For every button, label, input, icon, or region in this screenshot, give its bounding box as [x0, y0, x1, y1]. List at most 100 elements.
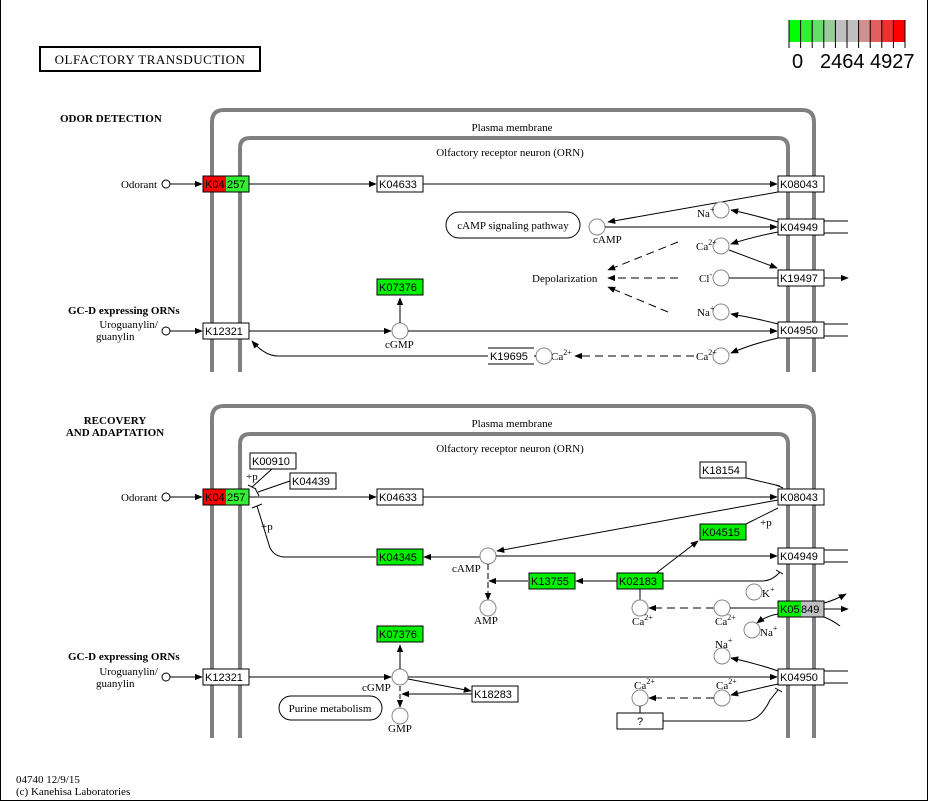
footer-copyright: (c) Kanehisa Laboratories [16, 786, 130, 798]
plasma-membrane-label-2: Plasma membrane [472, 418, 553, 430]
legend-swatch [847, 20, 859, 42]
compound-na-2[interactable] [712, 303, 730, 321]
svg-text:849: 849 [801, 604, 819, 616]
gene-K12321-2[interactable]: K12321 [202, 668, 250, 686]
compound-ca-7[interactable] [631, 689, 649, 707]
gene-K07376[interactable]: K07376 [376, 278, 424, 296]
gene-K08043-2[interactable]: K08043 [777, 488, 825, 506]
gene-K04515[interactable]: K04515 [699, 523, 747, 541]
svg-text:K04950: K04950 [780, 672, 818, 684]
legend-label-min: 0 [792, 51, 803, 73]
gene-K18283[interactable]: K18283 [471, 685, 519, 703]
svg-text:?: ? [637, 716, 643, 728]
gene-K07376-2[interactable]: K07376 [376, 625, 424, 643]
pathway-purine-metabolism[interactable]: Purine metabolism [278, 695, 383, 721]
gene-K04257-2[interactable]: K04 257 [202, 488, 250, 506]
pathway-camp-signaling[interactable]: cAMP signaling pathway [445, 211, 581, 239]
unknown-gene-box[interactable]: ? [616, 712, 664, 730]
svg-text:K04633: K04633 [379, 179, 417, 191]
ca-label-6: Ca2+ [716, 677, 737, 692]
compound-cl[interactable] [712, 269, 730, 287]
gene-K04950[interactable]: K04950 [777, 321, 825, 339]
gene-K04439[interactable]: K04439 [289, 472, 337, 490]
gene-K04633[interactable]: K04633 [376, 175, 424, 193]
svg-text:K07376: K07376 [379, 282, 417, 294]
gene-K04949[interactable]: K04949 [777, 218, 825, 236]
gcd-label-2: GC-D expressing ORNs [68, 651, 180, 663]
compound-na-4[interactable] [713, 647, 731, 665]
compound-ca-6[interactable] [713, 689, 731, 707]
plasma-membrane-2 [210, 404, 816, 738]
legend-swatch [881, 20, 894, 42]
compound-camp[interactable] [588, 218, 606, 236]
odorant-label-2: Odorant [121, 492, 157, 504]
legend-swatch [870, 20, 882, 42]
legend-swatch [812, 20, 824, 42]
gene-K13755[interactable]: K13755 [528, 572, 576, 590]
ca-label-5: Ca2+ [715, 613, 736, 628]
svg-text:K13755: K13755 [531, 576, 569, 588]
svg-text:Purine metabolism: Purine metabolism [289, 703, 372, 715]
compound-gmp[interactable] [391, 707, 409, 725]
na-label-3: Na+ [760, 624, 778, 639]
orn-label: Olfactory receptor neuron (ORN) [436, 147, 584, 159]
orn-membrane [238, 136, 790, 372]
svg-text:K02183: K02183 [619, 576, 657, 588]
gene-K19497[interactable]: K19497 [777, 269, 825, 287]
gene-K08043[interactable]: K08043 [777, 175, 825, 193]
svg-text:K00910: K00910 [252, 456, 290, 468]
camp-label-2: cAMP [452, 563, 481, 575]
cgmp-label-2: cGMP [362, 682, 391, 694]
compound-camp-2[interactable] [479, 547, 497, 565]
compound-ca-2[interactable] [712, 347, 730, 365]
svg-text:K04345: K04345 [379, 552, 417, 564]
compound-ca[interactable] [712, 237, 730, 255]
compound-cgmp-1[interactable] [391, 322, 409, 340]
section-heading-adaptation: AND ADAPTATION [66, 427, 164, 439]
compound-cgmp-2[interactable] [391, 668, 409, 686]
cl-label: Cl- [699, 270, 712, 285]
na-label-4: Na+ [715, 636, 733, 651]
uroguanylin-compound-2[interactable] [161, 672, 171, 682]
phospho-mark-1: +p [246, 471, 258, 483]
camp-label: cAMP [593, 234, 622, 246]
gene-K04257[interactable]: K04 257 [202, 175, 250, 193]
gene-K18154[interactable]: K18154 [699, 461, 747, 479]
gene-K00910[interactable]: K00910 [249, 452, 297, 470]
svg-text:257: 257 [227, 492, 245, 504]
svg-text:K04949: K04949 [780, 551, 818, 563]
compound-ca-4[interactable] [631, 599, 649, 617]
gene-K04345[interactable]: K04345 [376, 548, 424, 566]
compound-na[interactable] [712, 201, 730, 219]
uroguanylin-compound-1[interactable] [161, 326, 171, 336]
gene-K05849[interactable]: K05 849 [777, 600, 825, 618]
guanylin-label-2: guanylin [96, 678, 135, 690]
gene-K04950-2[interactable]: K04950 [777, 668, 825, 686]
odorant-compound[interactable] [161, 179, 171, 189]
gene-K19695[interactable]: K19695 [488, 347, 534, 365]
svg-text:K04: K04 [205, 179, 225, 191]
compound-k[interactable] [745, 583, 763, 601]
gmp-label: GMP [388, 723, 412, 735]
compound-ca-3[interactable] [535, 347, 553, 365]
compound-amp[interactable] [479, 599, 497, 617]
gene-K12321[interactable]: K12321 [202, 322, 250, 340]
ca-label-3: Ca2+ [551, 348, 572, 363]
svg-text:K04515: K04515 [702, 527, 740, 539]
gene-K04949-2[interactable]: K04949 [777, 547, 825, 565]
compound-na-3[interactable] [743, 621, 761, 639]
section-heading-odor-detection: ODOR DETECTION [60, 113, 162, 125]
svg-text:K08043: K08043 [780, 179, 818, 191]
svg-text:K05: K05 [780, 604, 800, 616]
title-box [39, 46, 261, 72]
gene-K02183[interactable]: K02183 [616, 572, 664, 590]
svg-text:K04950: K04950 [780, 325, 818, 337]
svg-text:K12321: K12321 [205, 326, 243, 338]
na-label-2: Na+ [697, 304, 715, 319]
gene-K04633-2[interactable]: K04633 [376, 488, 424, 506]
svg-text:K04439: K04439 [292, 476, 330, 488]
section-heading-recovery: RECOVERY [84, 415, 147, 427]
legend-label-mid: 2464 [820, 51, 865, 73]
odorant-compound-2[interactable] [161, 492, 171, 502]
